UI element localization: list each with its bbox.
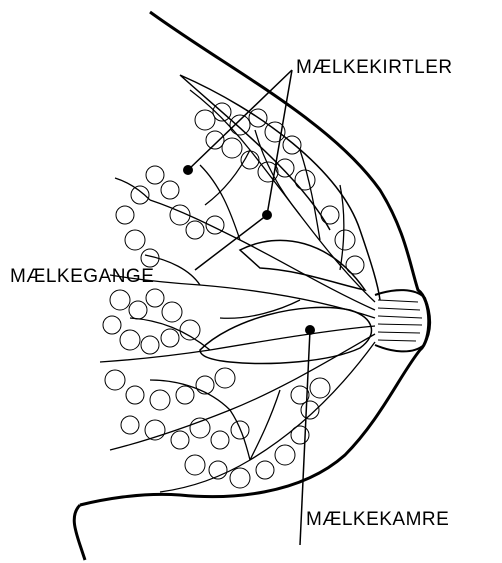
milk-chambers-label: MÆLKEKAMRE — [306, 509, 449, 531]
milk-glands-label: MÆLKEKIRTLER — [296, 57, 453, 79]
milk-ducts-network — [100, 90, 375, 492]
milk-chamber — [200, 307, 371, 363]
milk-ducts-label: MÆLKEGANGE — [10, 266, 154, 288]
lobules — [103, 103, 364, 488]
breast-outline — [80, 12, 429, 505]
chest-wall-line — [74, 505, 85, 560]
nipple — [375, 290, 430, 351]
